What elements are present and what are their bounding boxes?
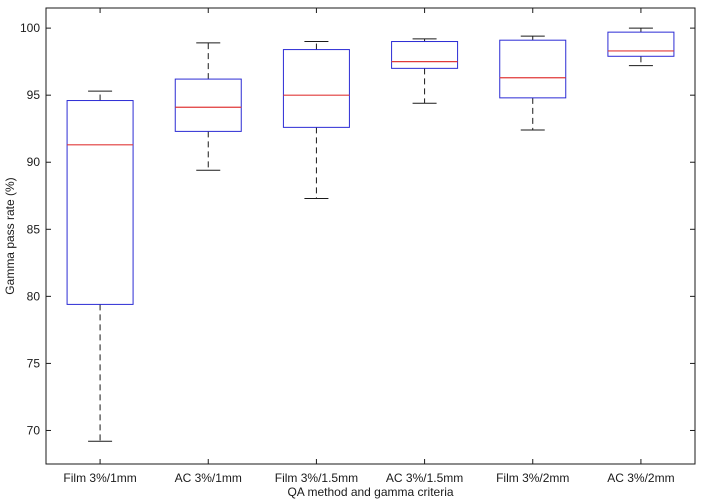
y-tick-label: 90	[27, 155, 41, 169]
axes-frame	[45, 7, 696, 465]
y-tick-label: 70	[27, 423, 41, 437]
box	[391, 41, 459, 69]
x-tick-label: AC 3%/1mm	[175, 471, 242, 485]
box	[174, 78, 242, 132]
y-tick-label: 100	[20, 21, 40, 35]
x-tick-label: AC 3%/2mm	[607, 471, 674, 485]
box	[499, 39, 567, 99]
y-tick-label: 75	[27, 356, 41, 370]
y-axis-title: Gamma pass rate (%)	[3, 177, 17, 294]
box	[282, 49, 350, 128]
y-tick-label: 95	[27, 88, 41, 102]
x-tick-label: Film 3%/2mm	[496, 471, 569, 485]
box	[607, 31, 675, 57]
x-tick-label: AC 3%/1.5mm	[386, 471, 463, 485]
x-tick-label: Film 3%/1mm	[63, 471, 136, 485]
x-axis-title: QA method and gamma criteria	[287, 485, 453, 499]
y-tick-label: 85	[27, 222, 41, 236]
box	[66, 100, 134, 305]
y-tick-label: 80	[27, 289, 41, 303]
x-tick-label: Film 3%/1.5mm	[275, 471, 358, 485]
